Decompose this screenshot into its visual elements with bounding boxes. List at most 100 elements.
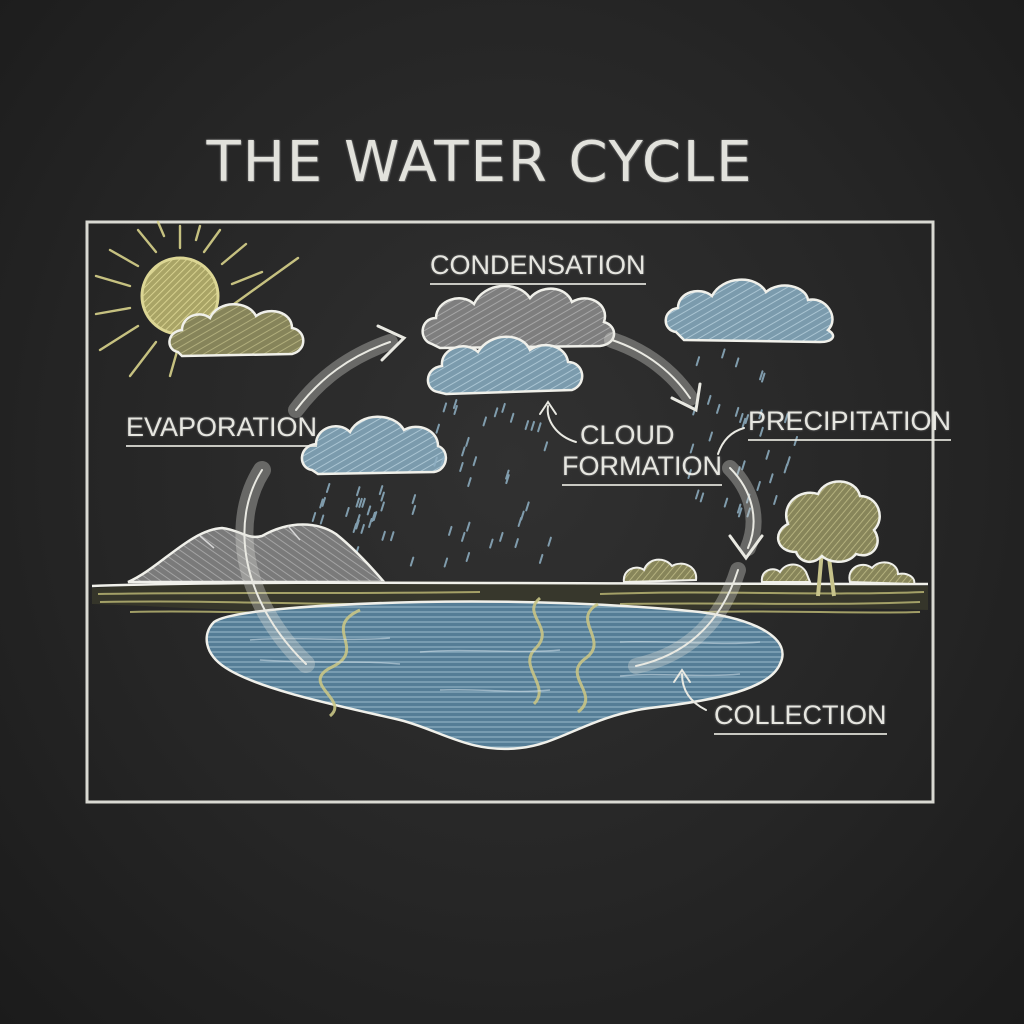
cloud-icon [168, 303, 305, 358]
condensation-label: CONDENSATION [430, 250, 646, 285]
rain-drop [321, 496, 326, 507]
rain-drop [461, 446, 466, 457]
rain-drop [765, 449, 770, 460]
rain-drop [769, 473, 774, 484]
rain-drop [739, 413, 744, 423]
rain-drop [360, 523, 365, 534]
rain-drop [505, 474, 510, 485]
rain-drop [466, 521, 471, 532]
rain-drop [759, 426, 764, 437]
rain-drop [461, 531, 466, 542]
rain-drop [695, 489, 700, 500]
rain-drop [453, 405, 458, 415]
rain-drop [411, 505, 417, 515]
rain-drop [687, 469, 692, 479]
rain-drop [366, 505, 372, 516]
rain-drop [380, 501, 385, 512]
gray-cloud-icon [421, 284, 616, 350]
rain-drop [741, 460, 746, 471]
rain-drop [793, 436, 798, 446]
rain-drop [737, 507, 743, 518]
rain-drop [530, 420, 535, 431]
rain-drop [761, 372, 766, 383]
small-rain-cloud-icon [300, 415, 447, 476]
blue-cloud-icon [426, 335, 584, 396]
collection-label: COLLECTION [714, 700, 887, 735]
rain-drop [758, 409, 763, 420]
precipitation-label: PRECIPITATION [748, 406, 952, 441]
rain-drop [319, 514, 325, 525]
rain-drop [493, 407, 499, 418]
river-banks [318, 596, 599, 718]
rain-drop [716, 403, 721, 414]
diagram-title: THE WATER CYCLE [206, 130, 754, 195]
diagram-frame [85, 220, 935, 804]
rain-drop [465, 436, 470, 447]
rain-drop [499, 531, 504, 542]
rain-drop [744, 414, 750, 425]
rain-drop [472, 456, 478, 467]
rain-drop [734, 357, 740, 368]
rain-drop [741, 417, 747, 428]
rain-drop [378, 485, 384, 496]
rain-drop [358, 497, 363, 508]
rain-drop [465, 552, 471, 562]
bushes-icon [622, 558, 916, 586]
rain-drop [689, 443, 695, 454]
cloud-formation-line-2: FORMATION [562, 451, 722, 487]
rain-drop [524, 420, 530, 431]
rain-drop [783, 463, 789, 474]
mountains-icon [127, 523, 387, 584]
rain-drop [361, 497, 366, 508]
rain-drop [311, 512, 317, 522]
rain-drop [784, 413, 789, 424]
rain-drop [390, 531, 395, 542]
rain-drop [707, 394, 712, 405]
cycle-arrows [235, 324, 764, 711]
rain-drop [520, 510, 525, 521]
rain-drop [443, 557, 449, 568]
rain-drop [509, 412, 515, 423]
rain-drop [467, 477, 472, 488]
condensation-clouds [421, 284, 616, 396]
rain-drop [356, 514, 361, 525]
rain-cloud-icon [664, 278, 835, 344]
rain-drop [547, 536, 552, 547]
rain-drop [368, 518, 373, 528]
rain-drop [411, 494, 417, 505]
rain-drop [371, 511, 376, 522]
rain-drop [734, 406, 740, 417]
rain-drop [537, 422, 542, 433]
rain-drop [543, 441, 549, 452]
cloud-formation-label: CLOUD FORMATION [562, 420, 722, 487]
rain-drop [708, 431, 713, 442]
rain-drop [452, 399, 458, 410]
rain-drop [442, 402, 448, 413]
rain-drop [356, 486, 361, 497]
rain-drop [319, 498, 324, 509]
rain-drop [514, 538, 519, 549]
rain-drop [372, 511, 378, 522]
rain-drops [311, 348, 798, 568]
rain-drop [433, 456, 438, 467]
cloud-formation-line-1: CLOUD [580, 420, 675, 450]
rain-drop [409, 556, 415, 567]
rain-drop [345, 507, 350, 517]
rain-drop [756, 481, 761, 491]
rain-drop [695, 356, 701, 367]
rain-drop [435, 423, 440, 434]
rain-drop [448, 525, 453, 536]
rain-drop [699, 492, 705, 503]
rain-drop [505, 469, 510, 480]
rain-drop [773, 495, 778, 505]
rain-drop [759, 370, 764, 381]
rain-drop [723, 497, 729, 508]
rain-drop [538, 553, 544, 564]
rain-drop [721, 348, 726, 359]
evaporation-label: EVAPORATION [126, 412, 318, 447]
rain-drop [746, 507, 751, 518]
rain-drop [440, 455, 445, 466]
rain-drop [381, 530, 386, 541]
rain-drop [501, 402, 506, 413]
